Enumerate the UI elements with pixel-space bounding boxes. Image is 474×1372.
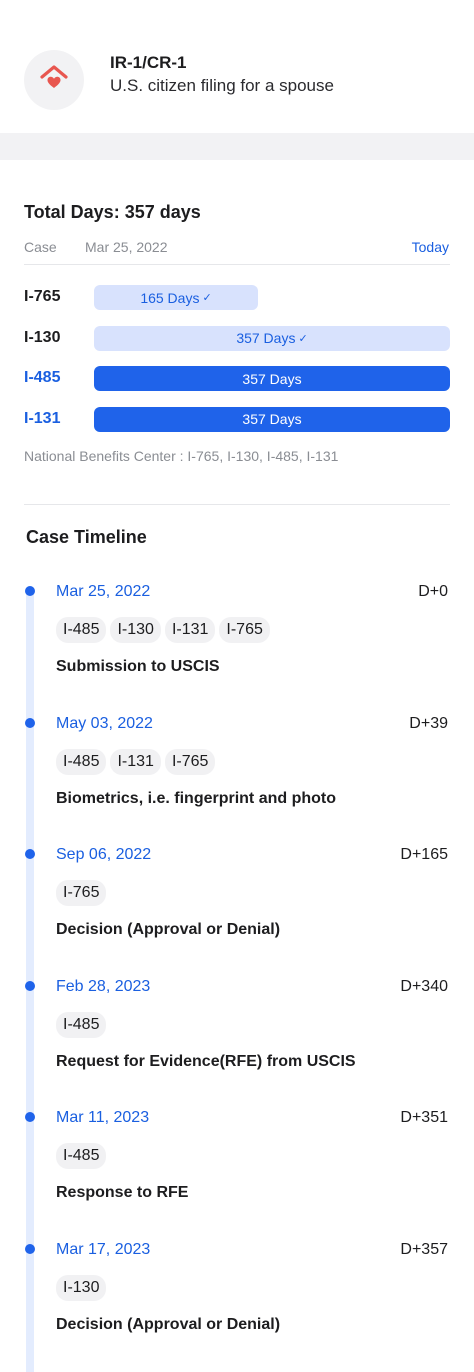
event-description: Response to RFE <box>56 1184 189 1201</box>
duration-bar: 357 Days <box>94 366 450 391</box>
event-day-offset: D+165 <box>400 846 448 863</box>
form-tag: I-765 <box>56 880 107 906</box>
case-label: Case <box>24 239 57 255</box>
section-separator <box>0 133 474 160</box>
timeline-dot <box>25 586 35 596</box>
form-duration-row: I-485 357 Days <box>24 366 450 392</box>
event-date: Feb 28, 2023 <box>56 977 151 995</box>
event-date: Mar 11, 2023 <box>56 1109 150 1126</box>
form-tag: I-485 <box>56 748 107 775</box>
check-icon: ✓ <box>298 332 308 345</box>
event-date: Mar 17, 2023 <box>56 1240 151 1258</box>
form-tag: I-131 <box>110 748 161 775</box>
event-day-offset: D+357 <box>400 1240 448 1258</box>
form-label: I-485 <box>24 369 61 386</box>
check-icon: ✓ <box>202 292 212 304</box>
form-tag: I-765 <box>164 748 216 775</box>
event-description: Request for Evidence(RFE) from USCIS <box>56 1052 356 1070</box>
event-date: Mar 25, 2022 <box>56 583 151 600</box>
event-date: May 03, 2022 <box>56 714 153 732</box>
form-label: I-765 <box>24 288 61 305</box>
form-duration-row: I-765 165 Days✓ <box>24 285 450 311</box>
event-day-offset: D+0 <box>418 583 448 600</box>
form-label: I-130 <box>24 328 61 346</box>
event-description: Decision (Approval or Denial) <box>56 921 281 938</box>
form-tag: I-485 <box>56 617 107 643</box>
duration-bar: 357 Days <box>94 406 450 432</box>
total-days-heading: Total Days: 357 days <box>24 202 201 222</box>
form-tag: I-131 <box>164 617 216 643</box>
form-duration-row: I-131 357 Days <box>24 406 450 433</box>
visa-subtitle: U.S. citizen filing for a spouse <box>110 76 334 95</box>
event-day-offset: D+351 <box>400 1109 448 1126</box>
visa-avatar <box>24 50 84 110</box>
form-tag: I-130 <box>56 1274 107 1301</box>
event-description: Submission to USCIS <box>56 658 220 675</box>
service-center-note: National Benefits Center : I-765, I-130,… <box>24 448 339 464</box>
form-tag: I-485 <box>56 1011 107 1038</box>
event-day-offset: D+340 <box>400 977 448 995</box>
timeline-dot <box>25 849 35 859</box>
form-tag: I-765 <box>219 617 270 643</box>
form-duration-row: I-130 357 Days✓ <box>24 325 450 352</box>
duration-bar: 165 Days✓ <box>94 285 258 310</box>
event-description: Decision (Approval or Denial) <box>56 1315 281 1333</box>
today-label: Today <box>411 239 449 255</box>
event-form-tags: I-485 <box>56 1011 107 1038</box>
timeline-dot <box>25 1243 35 1254</box>
case-start-date: Mar 25, 2022 <box>85 239 168 255</box>
timeline-title: Case Timeline <box>26 527 147 547</box>
visa-title: IR-1/CR-1 <box>110 53 187 72</box>
visa-header: IR-1/CR-1 U.S. citizen filing for a spou… <box>0 0 474 133</box>
duration-bar-label: 357 Days <box>242 411 302 427</box>
event-day-offset: D+39 <box>409 714 448 732</box>
event-form-tags: I-765 <box>56 880 107 906</box>
event-description: Biometrics, i.e. fingerprint and photo <box>56 789 337 807</box>
duration-bar-label: 165 Days <box>140 289 200 306</box>
duration-bar: 357 Days✓ <box>94 325 450 351</box>
event-form-tags: I-485 <box>56 1143 107 1169</box>
form-label: I-131 <box>24 409 61 427</box>
duration-bar-label: 357 Days <box>242 370 302 387</box>
timeline-dot <box>25 1112 35 1122</box>
timeline-dot <box>25 717 35 728</box>
timeline-dot <box>25 980 35 991</box>
form-tag: I-130 <box>110 617 161 643</box>
event-form-tags: I-130 <box>56 1274 107 1301</box>
duration-bar-label: 357 Days <box>236 330 296 346</box>
divider <box>24 264 450 265</box>
divider <box>24 504 450 505</box>
form-tag: I-485 <box>56 1143 107 1169</box>
event-date: Sep 06, 2022 <box>56 846 152 863</box>
house-heart-icon <box>39 64 69 97</box>
